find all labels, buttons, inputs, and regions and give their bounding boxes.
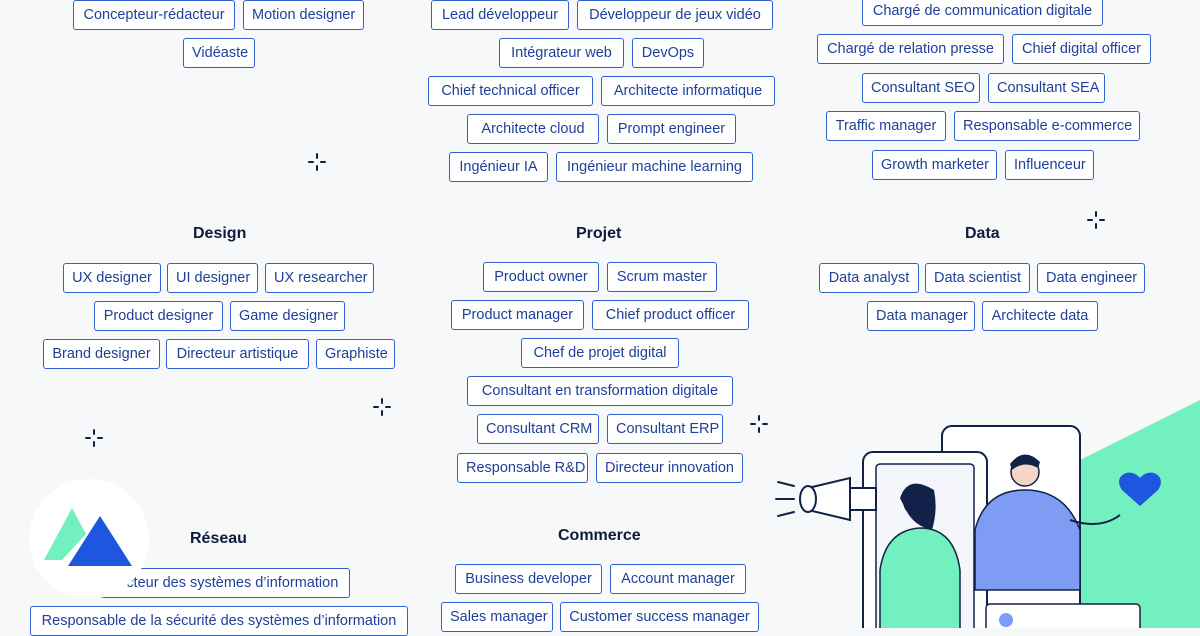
tag-chief-technical-officer: Chief technical officer [428, 76, 593, 106]
sparkle-icon [85, 429, 103, 447]
tag-traffic-manager: Traffic manager [826, 111, 946, 141]
heading-projet: Projet [576, 225, 622, 242]
tag-product-owner: Product owner [483, 262, 599, 292]
tag-architecte-informatique: Architecte informatique [601, 76, 775, 106]
tag-prompt-engineer: Prompt engineer [607, 114, 736, 144]
heading-commerce: Commerce [558, 527, 641, 544]
tag-ux-designer: UX designer [63, 263, 161, 293]
tag-graphiste: Graphiste [316, 339, 395, 369]
tag-directeur-innovation: Directeur innovation [596, 453, 743, 483]
tag-responsable-securite-systemes-information: Responsable de la sécurité des systèmes … [30, 606, 408, 636]
sparkle-icon [1087, 211, 1105, 229]
heading-reseau: Réseau [190, 530, 247, 547]
tag-account-manager: Account manager [610, 564, 746, 594]
tag-influenceur: Influenceur [1005, 150, 1094, 180]
heading-data: Data [965, 225, 1000, 242]
tag-ingenieur-ia: Ingénieur IA [449, 152, 548, 182]
tag-charge-relation-presse: Chargé de relation presse [817, 34, 1004, 64]
tag-chief-digital-officer: Chief digital officer [1012, 34, 1151, 64]
tag-motion-designer: Motion designer [243, 0, 364, 30]
tag-brand-designer: Brand designer [43, 339, 160, 369]
tag-integrateur-web: Intégrateur web [499, 38, 624, 68]
tag-game-designer: Game designer [230, 301, 345, 331]
tag-responsable-rd: Responsable R&D [457, 453, 588, 483]
megaphone-icon [775, 476, 877, 522]
tag-consultant-transformation-digitale: Consultant en transformation digitale [467, 376, 733, 406]
tag-consultant-crm: Consultant CRM [477, 414, 599, 444]
tag-devops: DevOps [632, 38, 704, 68]
tag-consultant-sea: Consultant SEA [988, 73, 1105, 103]
tag-architecte-data: Architecte data [982, 301, 1098, 331]
heading-design: Design [193, 225, 247, 242]
tag-directeur-systemes-information: Directeur des systèmes d’information [88, 568, 350, 598]
tag-customer-success-manager: Customer success manager [560, 602, 759, 632]
tag-scrum-master: Scrum master [607, 262, 717, 292]
tag-ux-researcher: UX researcher [265, 263, 374, 293]
sparkle-icon [373, 398, 391, 416]
tag-developpeur-jeux-video: Développeur de jeux vidéo [577, 0, 773, 30]
tag-responsable-e-commerce: Responsable e-commerce [954, 111, 1140, 141]
tag-data-scientist: Data scientist [925, 263, 1030, 293]
tag-chef-projet-digital: Chef de projet digital [521, 338, 679, 368]
tag-charge-communication-digitale: Chargé de communication digitale [862, 0, 1103, 26]
tag-data-analyst: Data analyst [819, 263, 919, 293]
heart-icon [1119, 472, 1161, 506]
sparkle-icon [308, 153, 326, 171]
tag-consultant-erp: Consultant ERP [607, 414, 723, 444]
tag-concepteur-redacteur: Concepteur-rédacteur [73, 0, 235, 30]
illustration [775, 400, 1200, 628]
tag-product-designer: Product designer [94, 301, 223, 331]
tag-consultant-seo: Consultant SEO [862, 73, 980, 103]
tag-business-developer: Business developer [455, 564, 602, 594]
tag-ingenieur-machine-learning: Ingénieur machine learning [556, 152, 753, 182]
tag-data-manager: Data manager [867, 301, 975, 331]
tag-directeur-artistique: Directeur artistique [166, 339, 309, 369]
tag-data-engineer: Data engineer [1037, 263, 1145, 293]
tag-growth-marketer: Growth marketer [872, 150, 997, 180]
tag-ui-designer: UI designer [167, 263, 258, 293]
logo-icon [29, 479, 149, 599]
tag-chief-product-officer: Chief product officer [592, 300, 749, 330]
tag-product-manager: Product manager [451, 300, 584, 330]
tag-videaste: Vidéaste [183, 38, 255, 68]
tag-lead-developpeur: Lead développeur [431, 0, 569, 30]
tag-architecte-cloud: Architecte cloud [467, 114, 599, 144]
sparkle-icon [750, 415, 768, 433]
